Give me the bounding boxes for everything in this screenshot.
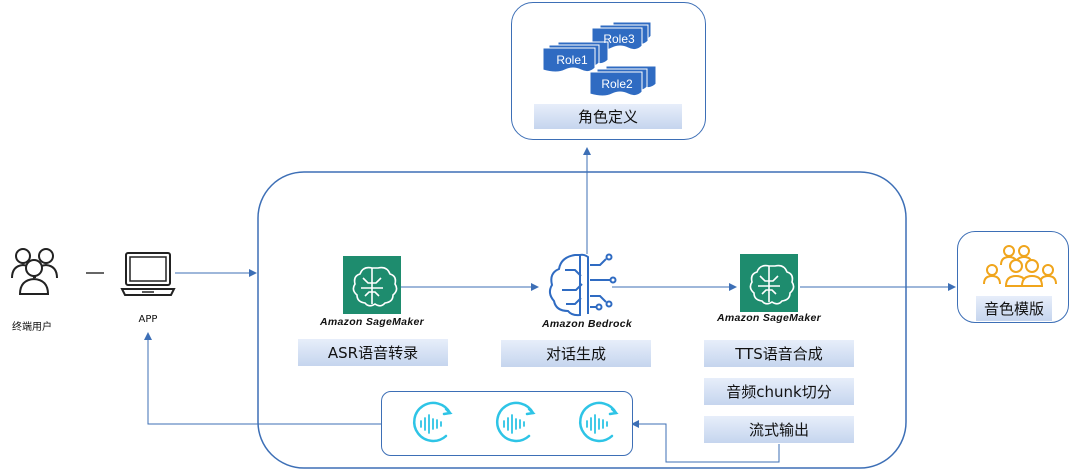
- stream-to-audio-arrow: [631, 420, 780, 463]
- tts-service-caption: Amazon SageMaker: [716, 312, 821, 324]
- sagemaker-tts-icon: [740, 254, 798, 312]
- voice-template-label: 音色模版: [976, 296, 1052, 321]
- role2-label: Role2: [601, 77, 633, 91]
- asr-label: ASR语音转录: [298, 339, 448, 366]
- audio-icon-2: [495, 401, 536, 443]
- role3-label: Role3: [603, 32, 635, 46]
- role1-label: Role1: [556, 53, 588, 67]
- asr-service-caption: Amazon SageMaker: [319, 316, 424, 328]
- audio-to-app-arrow: [144, 332, 381, 425]
- chunk-label: 音频chunk切分: [704, 378, 854, 405]
- audio-icon-1: [412, 401, 453, 443]
- bedrock-service-caption: Amazon Bedrock: [542, 318, 632, 330]
- tts-label: TTS语音合成: [704, 340, 854, 367]
- main-container: [257, 171, 907, 469]
- bedrock-label: 对话生成: [501, 340, 651, 367]
- user-label: 终端用户: [12, 322, 52, 333]
- app-label: APP: [138, 314, 158, 325]
- role2-doc-icon: [589, 65, 657, 97]
- role1-doc-icon: [542, 41, 609, 73]
- stream-label: 流式输出: [704, 416, 854, 443]
- audio-icon-3: [578, 401, 619, 443]
- role-panel-title: 角色定义: [534, 104, 682, 129]
- sagemaker-asr-icon: [343, 256, 401, 314]
